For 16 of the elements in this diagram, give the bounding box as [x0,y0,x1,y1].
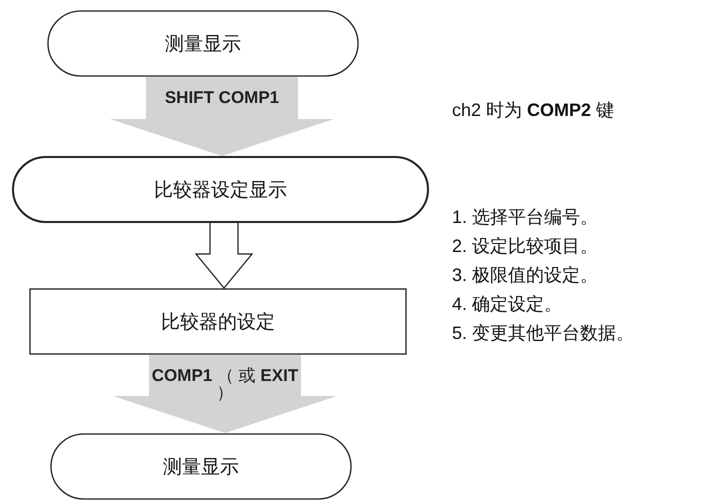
step-text: 4. 确定设定。 [452,293,562,316]
node-label: 测量显示 [163,454,239,480]
process-box [29,288,407,355]
edge-label: COMP1 （ 或 EXIT ） [150,367,300,401]
node-label: 比较器设定显示 [154,178,287,202]
step-text: 5. 变更其他平台数据。 [452,322,634,345]
hollow-arrow [194,222,254,289]
node-label: 比较器的设定 [161,310,275,334]
edge-label: SHIFT COMP1 [164,89,280,106]
block-arrow [110,77,334,156]
step-text: 1. 选择平台编号。 [452,206,598,229]
step-text: 2. 设定比较项目。 [452,235,598,258]
note-text: ch2 时为 COMP2 键 [452,99,614,122]
block-arrow [113,355,337,433]
step-text: 3. 极限值的设定。 [452,264,598,287]
node-label: 测量显示 [165,32,241,56]
